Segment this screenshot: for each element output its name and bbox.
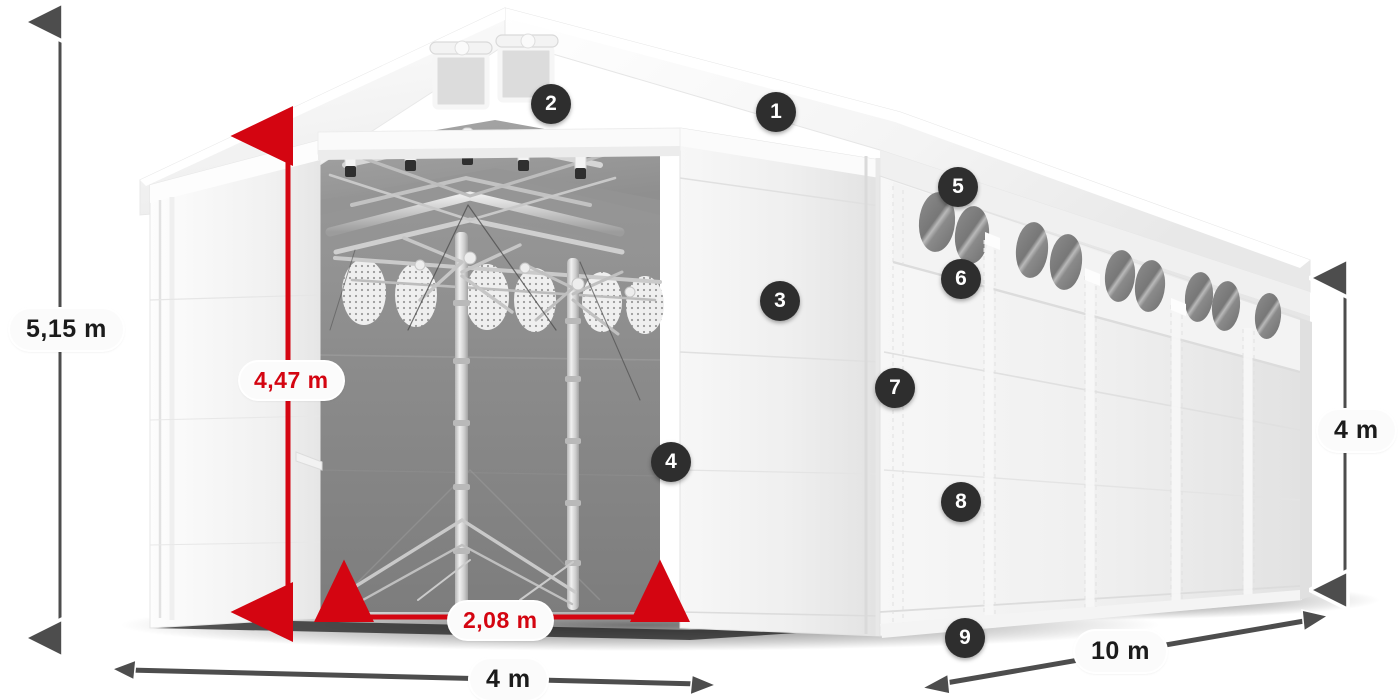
callout-badge-9[interactable]: 9	[945, 618, 985, 658]
dimension-label-width-front: 4 m	[470, 659, 547, 700]
callout-badge-4[interactable]: 4	[651, 442, 691, 482]
dimension-label-door-width: 2,08 m	[449, 602, 552, 639]
dimension-width-front	[110, 658, 719, 697]
callout-badge-3[interactable]: 3	[760, 281, 800, 321]
callout-badge-5[interactable]: 5	[938, 167, 978, 207]
side-oval-windows	[918, 192, 1282, 339]
dimension-label-height-side: 4 m	[1318, 410, 1395, 451]
dimension-label-height-interior: 4,47 m	[240, 362, 343, 399]
callout-badge-2[interactable]: 2	[531, 84, 571, 124]
callout-badge-7[interactable]: 7	[875, 368, 915, 408]
callout-badge-6[interactable]: 6	[941, 259, 981, 299]
dimension-label-height-total: 5,15 m	[10, 309, 123, 350]
dimension-label-length-side: 10 m	[1075, 631, 1166, 672]
callout-badge-1[interactable]: 1	[756, 92, 796, 132]
callout-badge-8[interactable]: 8	[941, 482, 981, 522]
gable-vent-windows	[429, 33, 559, 110]
